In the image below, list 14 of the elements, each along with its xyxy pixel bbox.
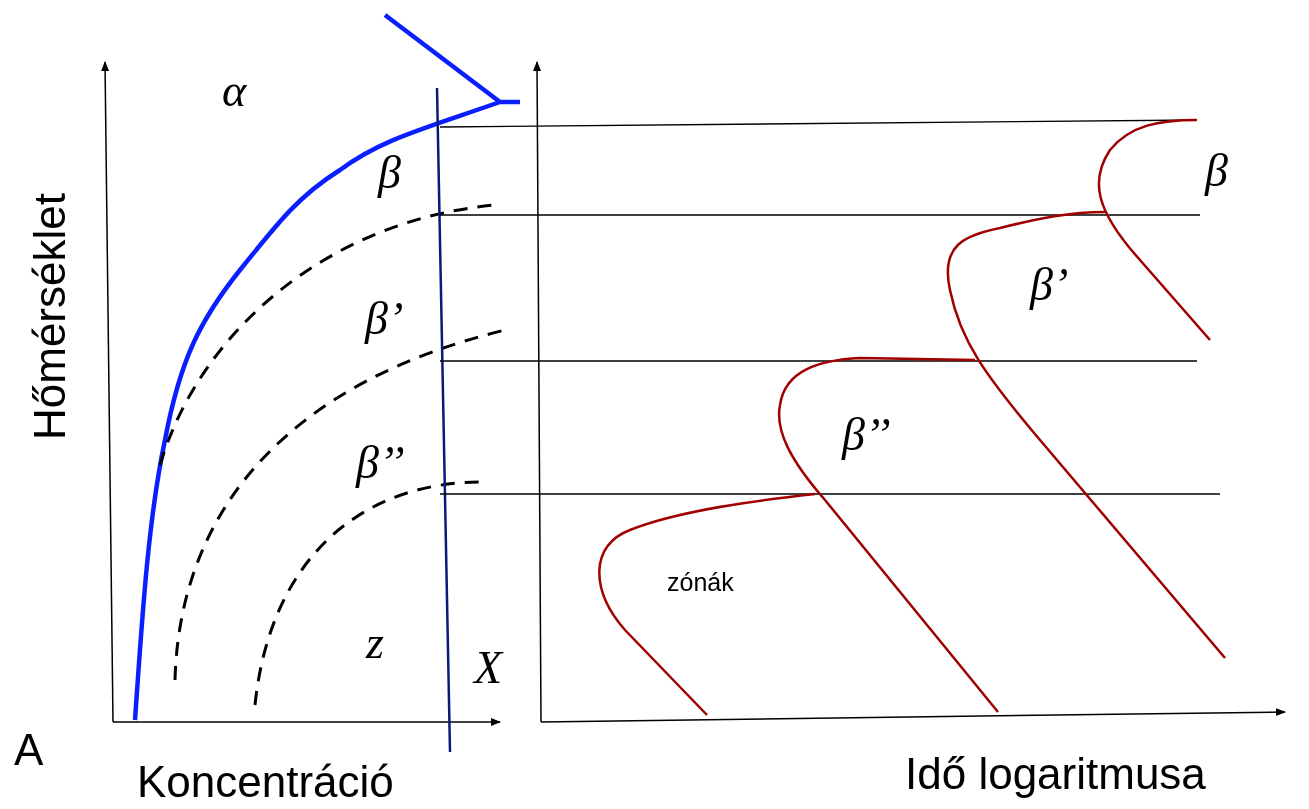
- greek-letter: α: [222, 68, 247, 114]
- zone-label: zónák: [667, 570, 734, 595]
- greek-letter: β’’: [842, 412, 891, 458]
- axis-title: Hőmérséklet: [28, 193, 72, 440]
- greek-letter: β’: [365, 296, 404, 342]
- greek-letter: β’’: [356, 440, 405, 486]
- axis-title: Koncentráció: [137, 760, 394, 804]
- corner-letter: A: [14, 728, 44, 772]
- greek-letter: β’: [1030, 262, 1069, 308]
- axis-letter: X: [474, 645, 503, 691]
- greek-letter: β: [378, 150, 401, 196]
- greek-letter: β: [1205, 148, 1228, 194]
- greek-letter: z: [366, 620, 384, 666]
- axis-title: Idő logaritmusa: [905, 752, 1206, 796]
